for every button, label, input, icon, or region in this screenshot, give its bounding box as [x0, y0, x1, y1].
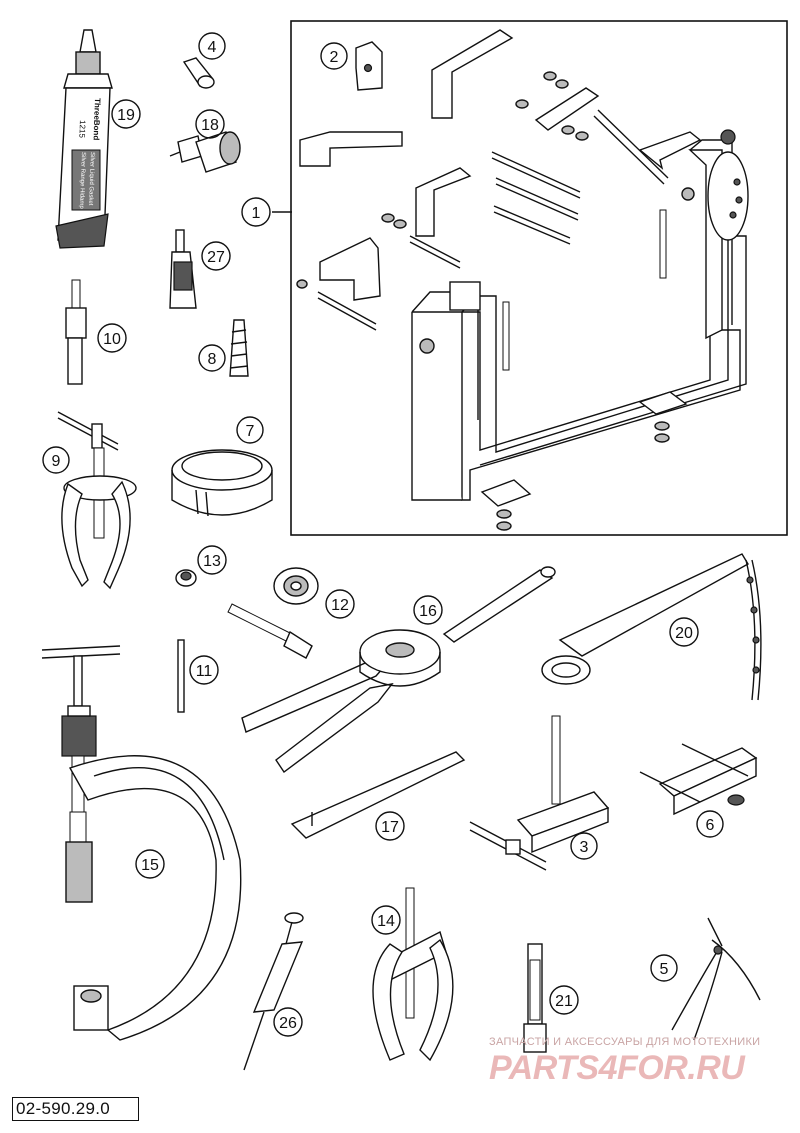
callout-6: 6 [706, 817, 715, 834]
special-tool-3 [469, 715, 610, 871]
puller-18 [169, 131, 241, 173]
callout-13-circle [197, 545, 227, 575]
callout-21-circle [549, 985, 579, 1015]
thread-insert-8 [229, 319, 249, 377]
liquid-gasket-tube: ThreeBond 1215 Silver Liquid Gasket Silv… [55, 29, 113, 249]
callout-5-circle [650, 954, 678, 982]
callout-3-circle [570, 832, 598, 860]
watermark-tagline: ЗАПЧАСТИ И АКСЕССУАРЫ ДЛЯ МОТОТЕХНИКИ [489, 1036, 761, 1048]
callout-26: 26 [279, 1015, 297, 1032]
callout-1-circle [241, 197, 271, 227]
watermark-logo: PARTS4FOR.RU [489, 1049, 745, 1087]
callout-14-circle [371, 905, 401, 935]
callouts: 1 2 3 4 5 6 7 8 9 10 11 12 13 [42, 32, 724, 1037]
callout-9-circle [42, 446, 70, 474]
callout-27-circle [201, 241, 231, 271]
callout-19-circle [111, 99, 141, 129]
callout-10-circle [97, 323, 127, 353]
nut-13 [175, 569, 197, 587]
callout-17: 17 [381, 819, 399, 836]
callout-11: 11 [196, 663, 213, 680]
callout-8: 8 [208, 351, 217, 368]
adhesive-bottle [169, 229, 197, 309]
holding-tool-16 [241, 566, 556, 774]
valve-spring-compressor-15 [41, 645, 242, 1041]
circlip-pliers-5 [671, 917, 761, 1041]
callout-6-circle [696, 810, 724, 838]
callout-10: 10 [103, 331, 121, 348]
syringe-26 [243, 912, 304, 1071]
callout-15: 15 [141, 857, 159, 874]
callout-16: 16 [419, 603, 437, 620]
callout-2: 2 [330, 49, 339, 66]
callout-12-circle [325, 589, 355, 619]
callout-7: 7 [246, 423, 255, 440]
callout-4: 4 [208, 39, 217, 56]
callout-12: 12 [331, 597, 349, 614]
chain-wrench-20 [541, 553, 762, 701]
puller-9 [57, 411, 137, 590]
diagram-code: 02-590.29.0 [12, 1097, 139, 1121]
callout-19: 19 [117, 107, 135, 124]
pin-11 [177, 639, 185, 713]
tube-number: 1215 [77, 120, 87, 139]
callout-18: 18 [201, 117, 219, 134]
tube-brand: ThreeBond [92, 98, 102, 141]
pin-21 [523, 943, 547, 1053]
callout-21: 21 [555, 993, 573, 1010]
callout-20-circle [669, 617, 699, 647]
callout-7-circle [236, 416, 264, 444]
callout-9: 9 [52, 453, 61, 470]
slide-hammer-10 [65, 279, 87, 385]
sleeve-4 [182, 57, 215, 89]
bearing-bolt-12 [227, 567, 319, 659]
callout-27: 27 [207, 249, 225, 266]
callout-15-circle [135, 849, 165, 879]
tube-line-2: Silver Range Hidamp [78, 152, 86, 210]
engine-stand [296, 29, 749, 531]
callout-16-circle [413, 595, 443, 625]
special-tool-6 [639, 743, 758, 816]
callout-3: 3 [580, 839, 589, 856]
callout-2-circle [320, 42, 348, 70]
callout-1: 1 [252, 205, 261, 222]
ring-7 [171, 449, 273, 517]
callout-17-circle [375, 811, 405, 841]
tube-line-1: Silver Liquid Gasket [87, 152, 95, 206]
engine-stand-frame [290, 20, 788, 536]
callout-20: 20 [675, 625, 693, 642]
callout-18-circle [195, 109, 225, 139]
callout-13: 13 [203, 553, 221, 570]
pin-wrench-17 [290, 751, 466, 839]
puller-14 [372, 887, 454, 1062]
callout-14: 14 [377, 913, 395, 930]
callout-4-circle [198, 32, 226, 60]
callout-5: 5 [660, 961, 669, 978]
callout-26-circle [273, 1007, 303, 1037]
callout-11-circle [189, 655, 219, 685]
callout-8-circle [198, 344, 226, 372]
